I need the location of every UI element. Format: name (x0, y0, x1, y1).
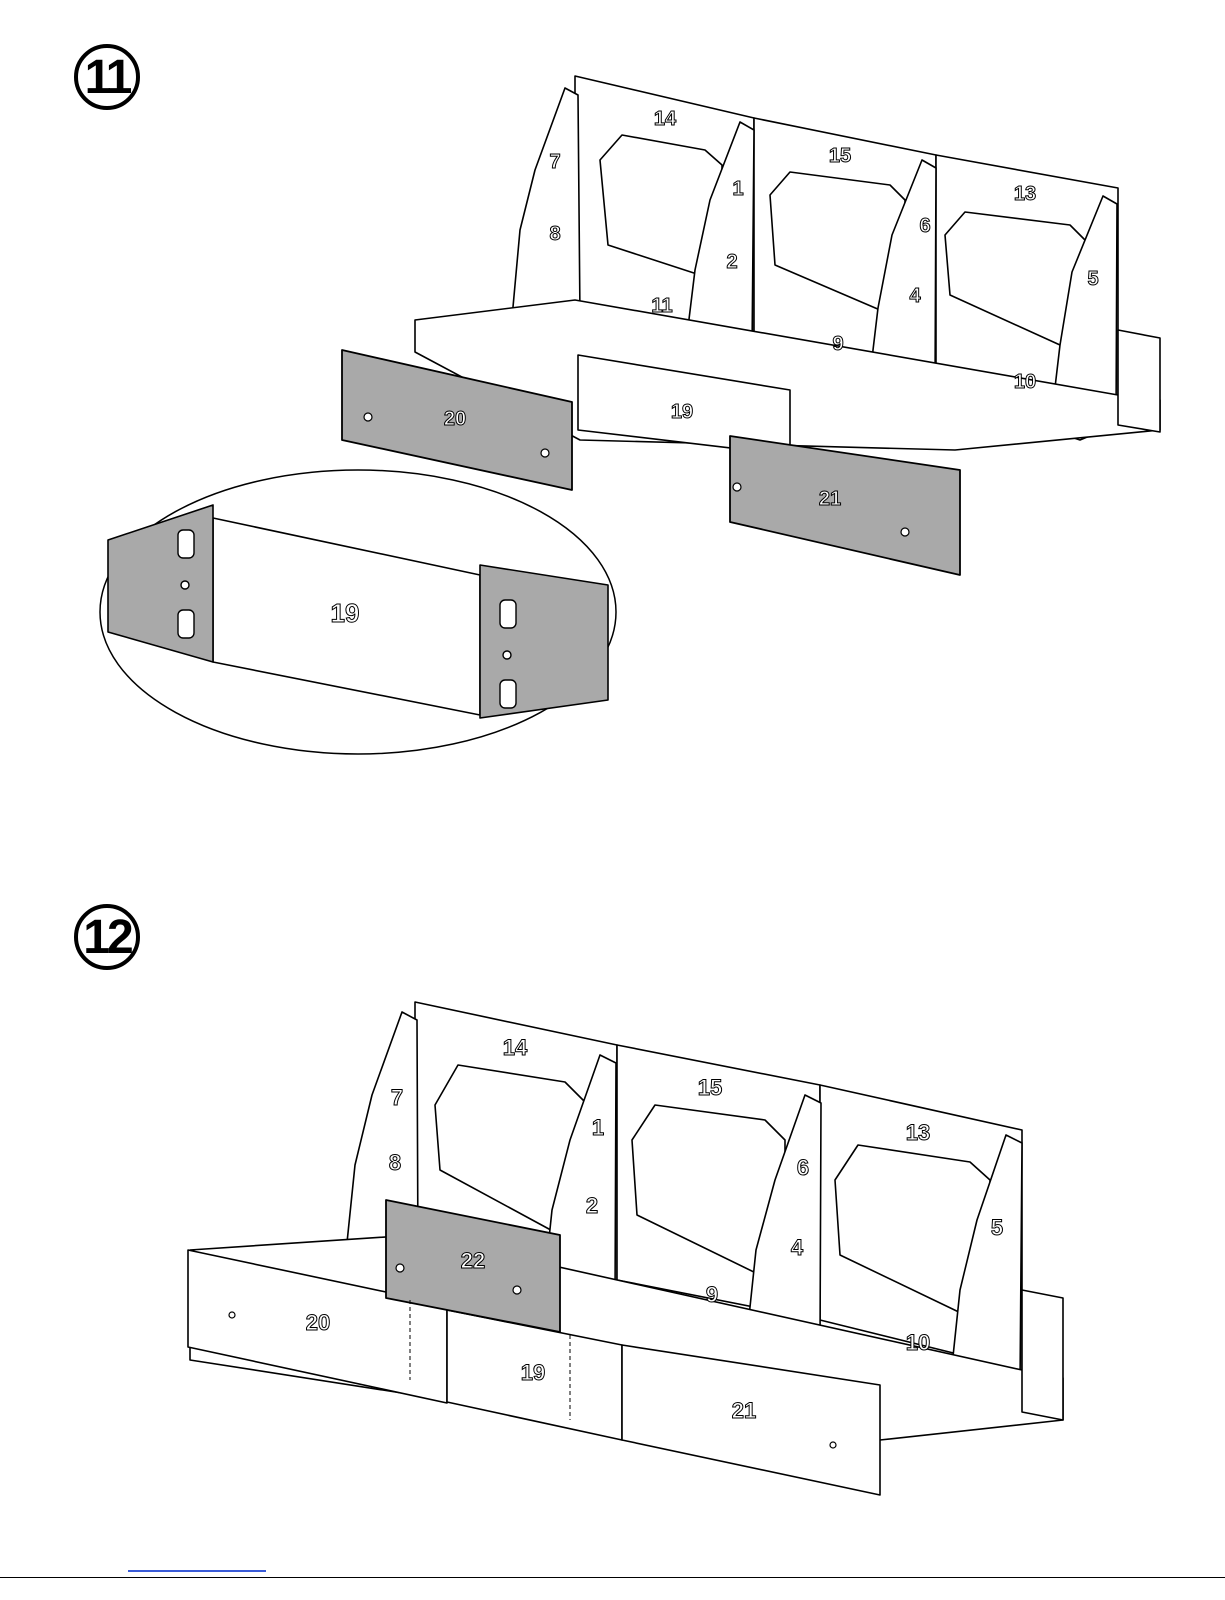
screw (830, 1442, 836, 1448)
detail-side-panel (480, 565, 608, 718)
panel-label: 19 (521, 1360, 545, 1385)
side-frame (512, 88, 580, 330)
screw (513, 1286, 521, 1294)
panel-label: 8 (389, 1150, 401, 1175)
detail-slot (500, 600, 516, 628)
panel-label: 6 (919, 215, 930, 237)
footer-rule (0, 1577, 1225, 1578)
screw (364, 413, 372, 421)
panel-label: 7 (391, 1085, 403, 1110)
detail-slot (500, 680, 516, 708)
panel-label: 14 (654, 108, 677, 130)
screw (229, 1312, 235, 1318)
footer-link-underline (128, 1570, 266, 1572)
panel-label: 2 (726, 251, 737, 273)
screw (733, 483, 741, 491)
panel-label: 20 (306, 1310, 330, 1335)
end-panel (1118, 330, 1160, 432)
panel-label: 8 (549, 223, 560, 245)
end-panel (1022, 1290, 1063, 1420)
panel-label: 5 (1087, 268, 1098, 290)
panel-label: 4 (791, 1235, 804, 1260)
panel-label: 15 (698, 1075, 722, 1100)
screw (901, 528, 909, 536)
panel-label: 22 (461, 1248, 485, 1273)
panel-label: 21 (819, 488, 841, 510)
panel-label: 7 (549, 151, 560, 173)
panel-label: 6 (797, 1155, 809, 1180)
panel-21 (730, 436, 960, 575)
step-number-badge: 12 (74, 904, 140, 970)
panel-label: 5 (991, 1215, 1003, 1240)
step-number: 12 (83, 910, 130, 965)
panel-label: 2 (586, 1193, 598, 1218)
panel-label: 9 (706, 1282, 718, 1307)
panel-label: 1 (732, 178, 743, 200)
panel-label: 10 (906, 1330, 930, 1355)
panel-label: 21 (732, 1398, 756, 1423)
panel-label: 20 (444, 408, 466, 430)
screw (181, 581, 189, 589)
screw (396, 1264, 404, 1272)
step-12-illustration: 14 15 13 7 8 1 2 6 4 5 9 10 22 20 19 21 (0, 980, 1225, 1600)
panel-label: 13 (906, 1120, 930, 1145)
panel-label: 15 (829, 145, 851, 167)
step-11-illustration: 14 15 13 7 8 1 2 6 4 5 11 9 10 20 19 21 … (0, 0, 1225, 770)
panel-label: 1 (592, 1115, 604, 1140)
panel-label: 4 (909, 285, 921, 307)
screw (541, 449, 549, 457)
screw (503, 651, 511, 659)
panel-label: 14 (503, 1035, 528, 1060)
panel-label: 19 (671, 401, 693, 423)
panel-label: 13 (1014, 183, 1036, 205)
panel-label: 9 (832, 333, 843, 355)
detail-slot (178, 610, 194, 638)
detail-label: 19 (331, 598, 360, 628)
panel-label: 11 (651, 295, 672, 317)
panel-label: 10 (1014, 371, 1036, 393)
detail-slot (178, 530, 194, 558)
